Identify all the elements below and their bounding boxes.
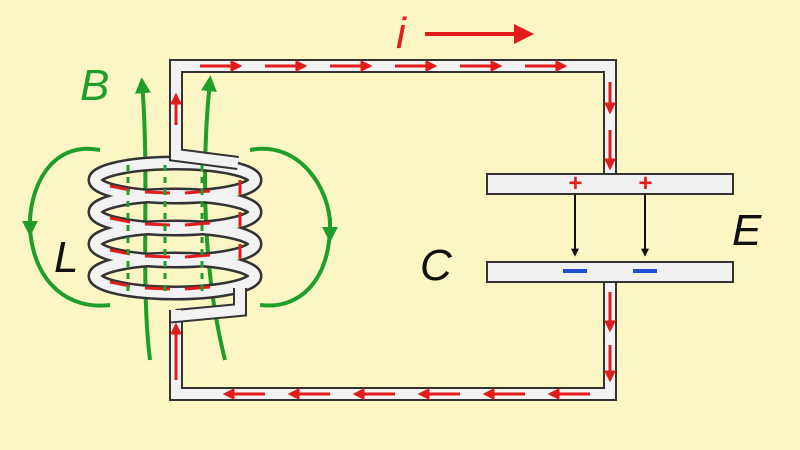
magnetic-field-label: B — [80, 61, 109, 110]
inductor-coil — [87, 135, 263, 324]
capacitor-top-plate — [486, 173, 734, 195]
capacitor — [486, 173, 734, 283]
electric-field-arrows — [571, 195, 649, 257]
inductor-label: L — [54, 233, 78, 282]
electric-field-label: E — [732, 206, 762, 255]
capacitor-bottom-plate — [486, 261, 734, 283]
positive-charge-left: + — [568, 170, 582, 197]
current-label: i — [396, 9, 407, 58]
current-flow-arrows — [170, 60, 616, 400]
capacitor-label: C — [420, 241, 453, 290]
positive-charge-right: + — [638, 170, 652, 197]
